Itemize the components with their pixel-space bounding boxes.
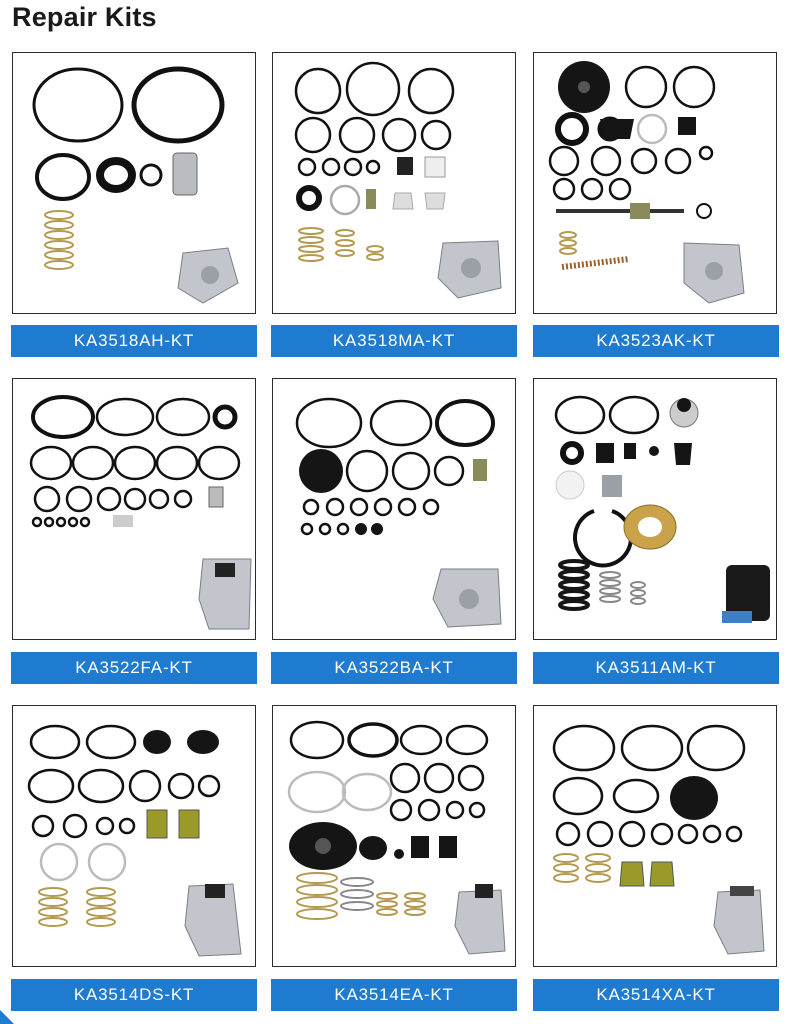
- kit-card-ka3511am[interactable]: [533, 378, 777, 640]
- page-title: Repair Kits: [12, 2, 157, 32]
- kit-photo-ka3518ah: [32, 66, 239, 304]
- corner-accent: [0, 1010, 14, 1024]
- kit-card-ka3518ah[interactable]: [12, 52, 256, 314]
- kit-photo-ka3514ds: [27, 724, 242, 957]
- kit-photo-ka3514ea: [287, 720, 506, 955]
- kit-card-ka3523ak[interactable]: [533, 52, 777, 314]
- kit-label-ka3518ma: KA3518MA-KT: [271, 325, 517, 357]
- kit-label-ka3522fa: KA3522FA-KT: [11, 652, 257, 684]
- kit-label-ka3518ah: KA3518AH-KT: [11, 325, 257, 357]
- kit-photo-ka3522fa: [29, 395, 252, 630]
- kit-card-ka3514ds[interactable]: [12, 705, 256, 967]
- kit-label-ka3514ds: KA3514DS-KT: [11, 979, 257, 1011]
- kit-photo-ka3511am: [554, 395, 770, 623]
- kit-card-ka3518ma[interactable]: [272, 52, 516, 314]
- kit-photo-ka3518ma: [294, 61, 502, 299]
- kit-card-ka3522ba[interactable]: [272, 378, 516, 640]
- kit-label-ka3514xa: KA3514XA-KT: [533, 979, 779, 1011]
- kit-photo-ka3523ak: [548, 61, 745, 304]
- kit-card-ka3522fa[interactable]: [12, 378, 256, 640]
- kit-label-ka3511am: KA3511AM-KT: [533, 652, 779, 684]
- kit-card-ka3514xa[interactable]: [533, 705, 777, 967]
- kit-label-ka3522ba: KA3522BA-KT: [271, 652, 517, 684]
- kit-label-ka3523ak: KA3523AK-KT: [533, 325, 779, 357]
- kit-label-ka3514ea: KA3514EA-KT: [271, 979, 517, 1011]
- kit-photo-ka3514xa: [552, 724, 765, 955]
- kit-card-ka3514ea[interactable]: [272, 705, 516, 967]
- kit-photo-ka3522ba: [295, 397, 502, 628]
